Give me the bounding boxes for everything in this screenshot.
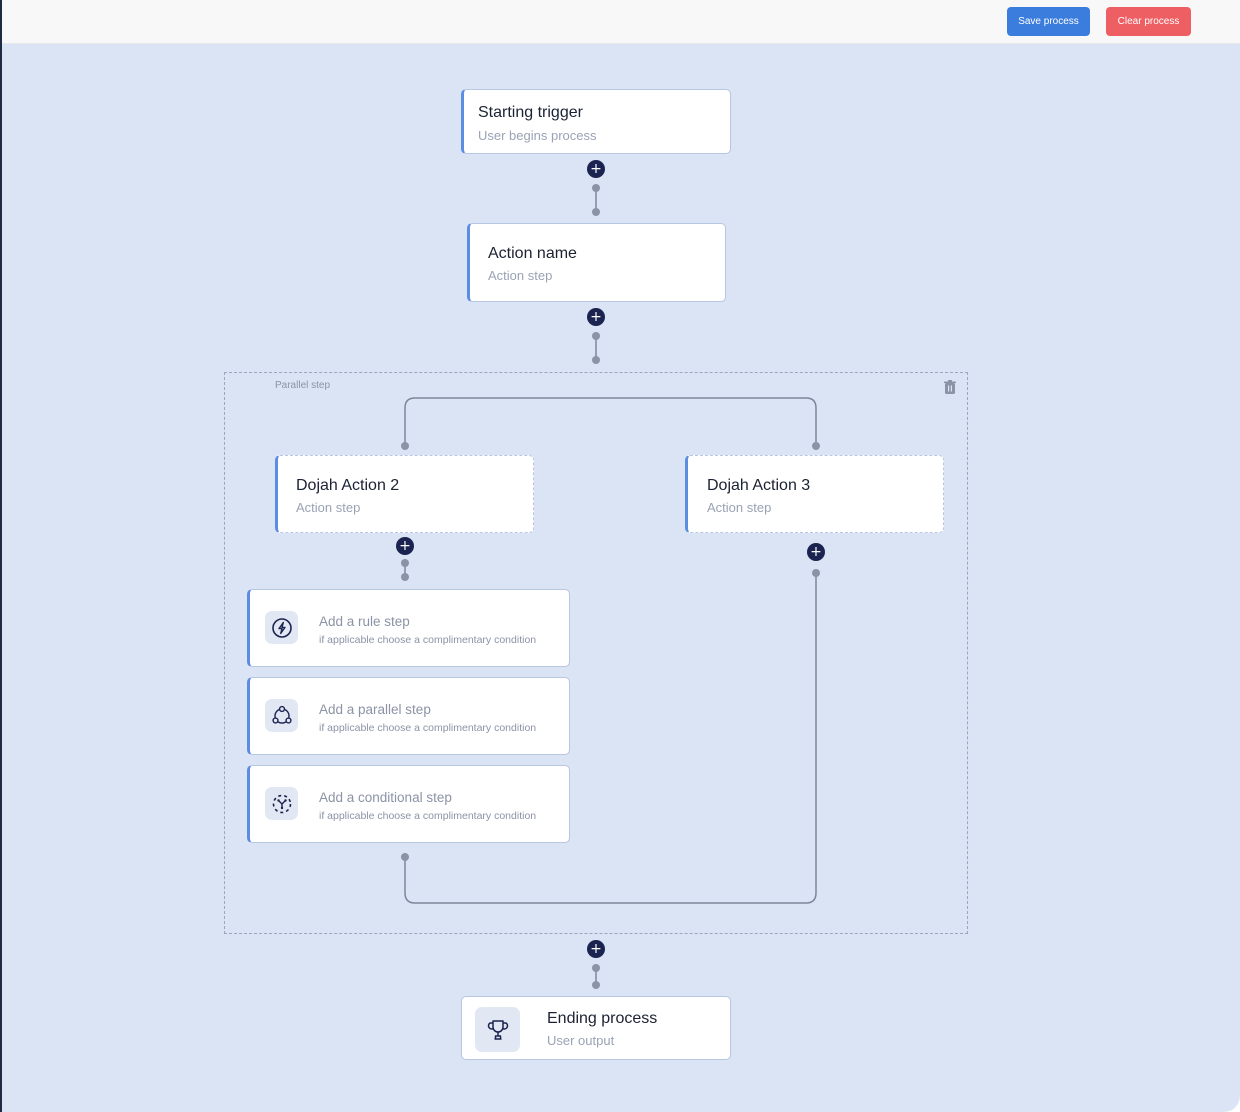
card-title: Dojah Action 3 xyxy=(707,477,811,494)
card-title: Starting trigger xyxy=(478,104,583,121)
parallel-icon xyxy=(271,705,292,724)
branch-card-dojah-action-3[interactable]: Dojah Action 3 Action step xyxy=(685,455,944,533)
connector-dot xyxy=(592,356,600,364)
clear-process-button[interactable]: Clear process xyxy=(1106,7,1191,36)
trash-icon[interactable] xyxy=(942,379,958,395)
add-step-button[interactable]: + xyxy=(587,308,605,326)
option-subtitle: if applicable choose a complimentary con… xyxy=(319,634,537,646)
branch-card-dojah-action-2[interactable]: Dojah Action 2 Action step xyxy=(275,455,534,533)
conditional-icon xyxy=(272,794,291,813)
card-title: Action name xyxy=(488,245,577,262)
rule-icon-box xyxy=(265,611,298,644)
connector-dot xyxy=(592,964,600,972)
card-subtitle: Action step xyxy=(488,268,553,283)
add-rule-step-option[interactable]: Add a rule step if applicable choose a c… xyxy=(247,589,570,667)
add-conditional-step-option[interactable]: Add a conditional step if applicable cho… xyxy=(247,765,570,843)
trophy-icon-box xyxy=(475,1007,520,1052)
option-title: Add a parallel step xyxy=(319,702,431,717)
option-subtitle: if applicable choose a complimentary con… xyxy=(319,722,537,734)
card-title: Ending process xyxy=(547,1010,658,1027)
parallel-step-label: Parallel step xyxy=(275,380,331,391)
add-step-button[interactable]: + xyxy=(396,537,414,555)
save-process-button[interactable]: Save process xyxy=(1007,7,1090,36)
option-title: Add a rule step xyxy=(319,614,410,629)
action-name-card[interactable]: Action name Action step xyxy=(467,223,726,302)
card-subtitle: User output xyxy=(547,1033,615,1048)
connector-dot xyxy=(592,208,600,216)
connector-dot xyxy=(592,981,600,989)
connector-dot xyxy=(592,184,600,192)
card-subtitle: Action step xyxy=(707,500,772,515)
connector-dot xyxy=(592,332,600,340)
card-title: Dojah Action 2 xyxy=(296,477,400,494)
top-toolbar: Save process Clear process xyxy=(2,0,1240,44)
add-step-button[interactable]: + xyxy=(587,940,605,958)
rule-icon xyxy=(271,617,292,638)
parallel-step-container xyxy=(224,372,968,934)
option-subtitle: if applicable choose a complimentary con… xyxy=(319,810,537,822)
option-title: Add a conditional step xyxy=(319,790,452,805)
conditional-icon-box xyxy=(265,787,298,820)
card-subtitle: Action step xyxy=(296,500,361,515)
starting-trigger-card[interactable]: Starting trigger User begins process xyxy=(461,89,731,154)
add-step-button[interactable]: + xyxy=(587,160,605,178)
trophy-icon xyxy=(487,1019,508,1040)
parallel-icon-box xyxy=(265,699,298,732)
ending-process-card[interactable]: Ending process User output xyxy=(461,996,731,1060)
add-step-button[interactable]: + xyxy=(807,543,825,561)
add-parallel-step-option[interactable]: Add a parallel step if applicable choose… xyxy=(247,677,570,755)
card-subtitle: User begins process xyxy=(478,128,597,143)
